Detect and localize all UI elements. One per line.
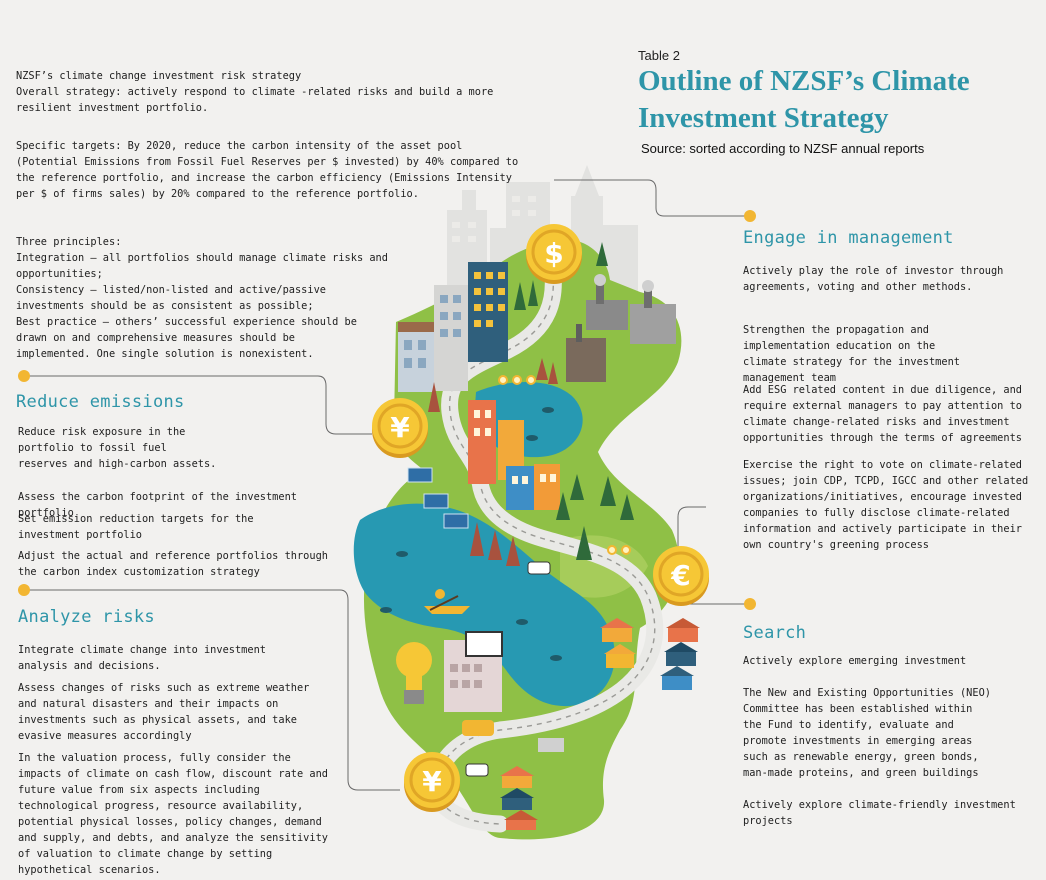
page-title: Outline of NZSF’s Climate Investment Str…	[638, 65, 970, 134]
factories	[566, 274, 676, 382]
lower-lake	[353, 503, 615, 707]
yen-sign-icon: ¥	[390, 411, 410, 444]
source-note: Source: sorted according to NZSF annual …	[641, 141, 925, 156]
lightbulb	[396, 642, 432, 704]
cows	[465, 561, 551, 777]
search-item-1: Actively explore emerging investment	[743, 655, 967, 667]
yen-sign-icon: ¥	[422, 765, 442, 798]
reduce-item-1: Reduce risk exposure in the portfolio to…	[18, 426, 217, 470]
fish	[380, 407, 562, 661]
reduce-item-4: Adjust the actual and reference portfoli…	[18, 550, 328, 578]
strategy-heading: NZSF’s climate change investment risk st…	[16, 70, 302, 82]
principle-integration: Integration – all portfolios should mana…	[16, 252, 388, 280]
analyze-item-3: In the valuation process, fully consider…	[18, 752, 328, 876]
reduce-emissions-title: Reduce emissions	[16, 392, 185, 412]
analyze-item-1: Integrate climate change into investment…	[18, 644, 266, 672]
search-title: Search	[743, 623, 807, 643]
engage-item-2: Strengthen the propagation and implement…	[743, 324, 960, 384]
yen-coin-top: ¥	[372, 398, 428, 458]
euro-coin: €	[653, 546, 709, 606]
overall-strategy: Overall strategy: actively respond to cl…	[16, 86, 494, 114]
truck	[538, 738, 564, 752]
dollar-coin: $	[526, 224, 582, 284]
principle-consistency: Consistency – listed/non-listed and acti…	[16, 284, 326, 312]
city-buildings	[398, 262, 560, 510]
analyze-risks-title: Analyze risks	[18, 607, 155, 627]
specific-targets: Specific targets: By 2020, reduce the ca…	[16, 140, 519, 200]
houses	[500, 618, 700, 830]
reduce-item-3: Set emission reduction targets for the i…	[18, 513, 254, 541]
bus	[462, 720, 494, 736]
principles-heading: Three principles:	[16, 236, 122, 248]
table-number: Table 2	[638, 48, 680, 63]
rowing-boat	[424, 589, 470, 614]
flowers	[498, 375, 631, 555]
engage-item-4: Exercise the right to vote on climate-re…	[743, 459, 1029, 551]
engage-item-1: Actively play the role of investor throu…	[743, 265, 1004, 293]
connector-dots	[18, 210, 756, 610]
trees	[514, 242, 634, 560]
euro-sign-icon: €	[670, 559, 690, 592]
reduce-item-2: Assess the carbon footprint of the inves…	[18, 491, 297, 519]
engage-item-3: Add ESG related content in due diligence…	[743, 384, 1022, 444]
connector-lines	[24, 179, 748, 791]
search-item-2: The New and Existing Opportunities (NEO)…	[743, 687, 991, 779]
engage-title: Engage in management	[743, 228, 954, 248]
analyze-item-2: Assess changes of risks such as extreme …	[18, 682, 310, 742]
billboard-building	[444, 631, 503, 712]
search-item-3: Actively explore climate-friendly invest…	[743, 799, 1016, 827]
yen-coin-bottom: ¥	[404, 752, 460, 812]
principle-best-practice: Best practice – others’ successful exper…	[16, 316, 357, 360]
solar-panels	[407, 467, 469, 529]
dollar-sign-icon: $	[544, 237, 563, 270]
